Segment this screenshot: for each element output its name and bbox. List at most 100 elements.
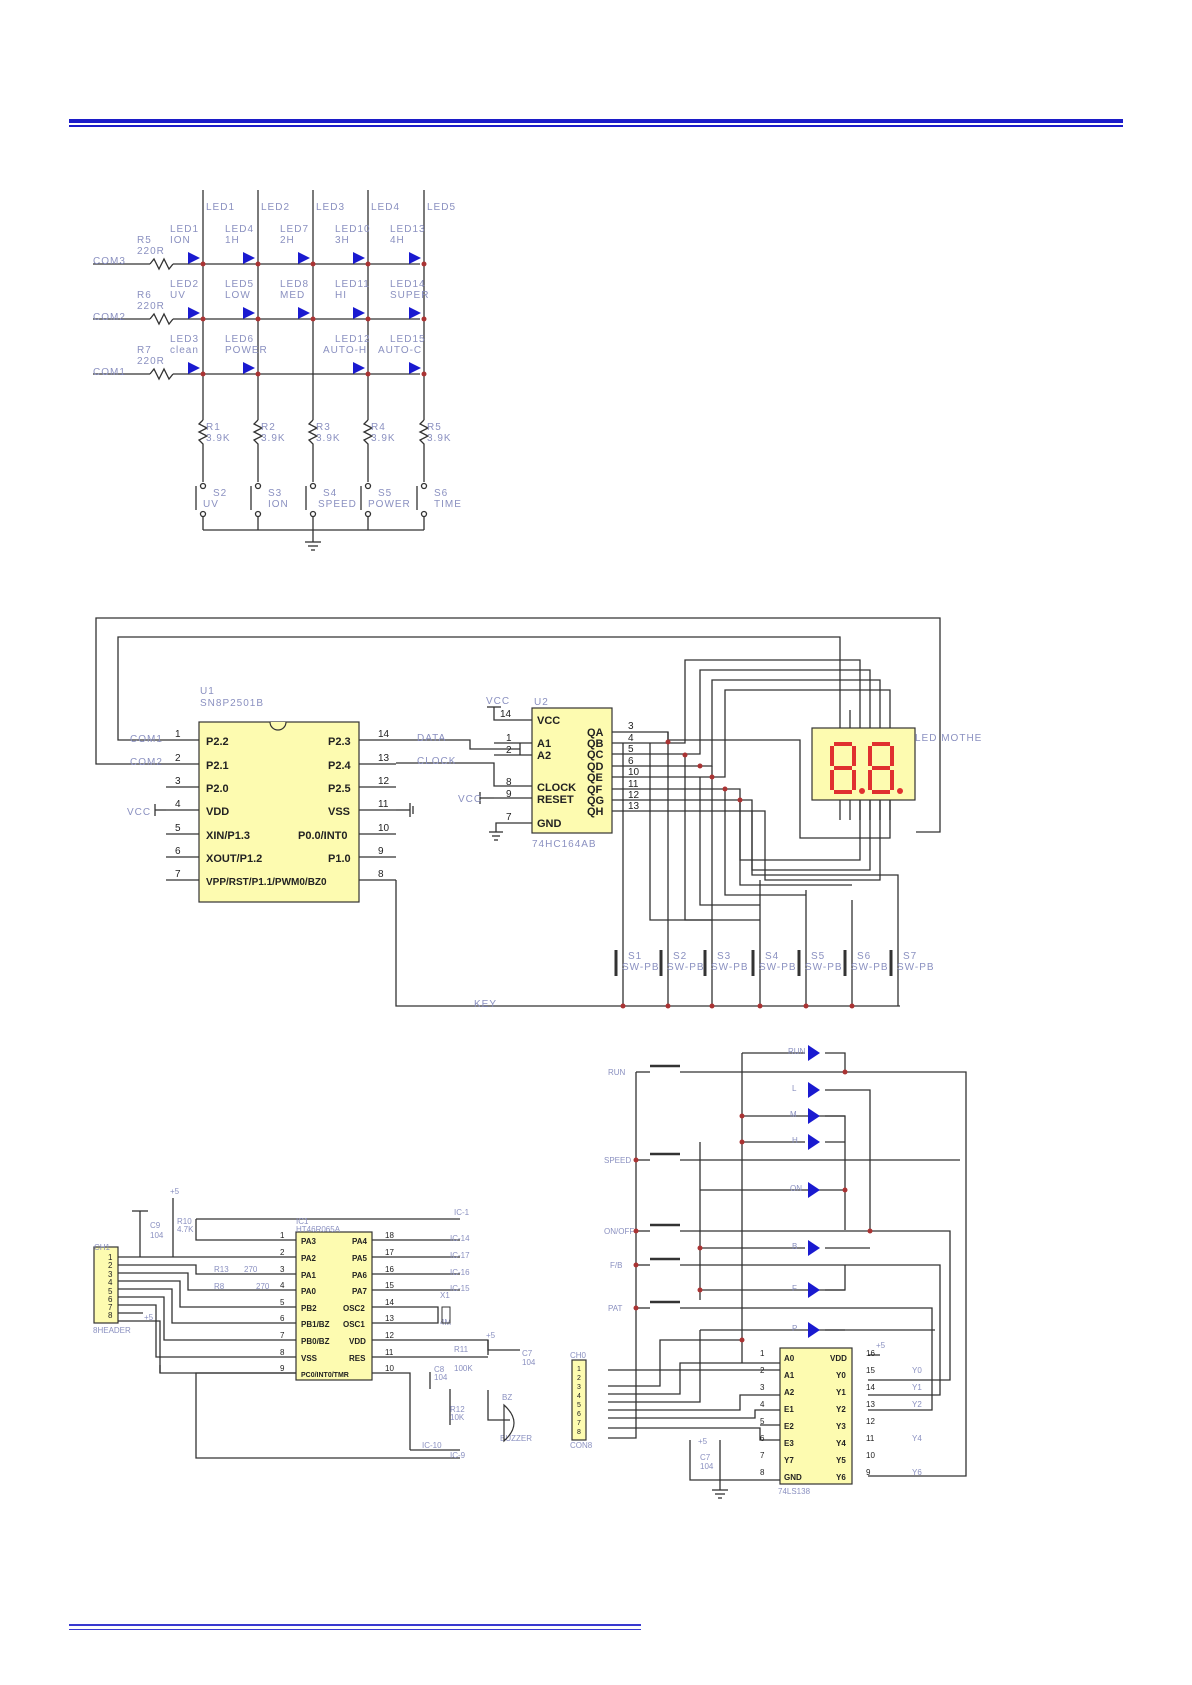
- column-label: LED3: [316, 202, 345, 213]
- u2-pin-num: 14: [500, 709, 512, 720]
- ic1-pin-num: 8: [280, 1348, 285, 1357]
- u2-out-num: 10: [628, 767, 640, 778]
- row-net: COM2: [93, 312, 126, 323]
- ic1-pin-name: PA0: [301, 1287, 317, 1296]
- net-com2: COM2: [130, 757, 163, 768]
- ic1-pin-name: RES: [349, 1354, 366, 1363]
- ic1-ref: IC1: [296, 1217, 309, 1226]
- u1-pin-name: P2.3: [328, 736, 351, 748]
- u2-out-name: QA: [587, 727, 604, 739]
- led-icon: [353, 252, 365, 264]
- u2-output-pins: 3 QA 4 QB 5 QC 6 QD 10 QE 11 QF 12 QG 13…: [587, 721, 640, 818]
- r8-ref: R8: [214, 1282, 225, 1291]
- u1-pin-stubs: [154, 739, 414, 881]
- key-switch-ref: S6: [857, 951, 871, 962]
- led-icon: [808, 1134, 820, 1150]
- matrix-leds: [188, 252, 421, 374]
- decoder-output: Y1: [912, 1383, 922, 1392]
- ground-icon: [712, 1480, 728, 1499]
- u1-pin-name: P0.0/INT0: [298, 830, 348, 842]
- pullup-ref: R3: [316, 422, 331, 433]
- u1-pin-name: VSS: [328, 806, 350, 818]
- ch0-pin: 2: [577, 1375, 581, 1382]
- pullup-value: 3.9K: [427, 433, 452, 444]
- button-label: PAT: [608, 1304, 622, 1313]
- u2-pin-num: 2: [506, 745, 512, 756]
- dec-pin-num: 15: [866, 1366, 875, 1375]
- ic1-pin-name: PA6: [352, 1271, 368, 1280]
- u1-pin-num: 11: [378, 799, 389, 810]
- ic1-pin-num: 6: [280, 1314, 285, 1323]
- net-com1: COM1: [130, 734, 163, 745]
- ic1-pin-name: PB0/BZ: [301, 1337, 330, 1346]
- key-switch-ref: S3: [717, 951, 731, 962]
- pullup-value: 3.9K: [261, 433, 286, 444]
- r11-ref: R11: [454, 1345, 469, 1354]
- dec-pin-name: Y6: [836, 1473, 846, 1482]
- key-switch-type: SW-PB: [711, 962, 749, 973]
- u2-pin-stubs: [479, 706, 532, 841]
- key-switch-ref: S5: [811, 951, 825, 962]
- u1-pin-name: VDD: [206, 806, 229, 818]
- u1-pin-num: 6: [175, 846, 181, 857]
- x1-ref: X1: [440, 1291, 450, 1300]
- dec-pin-name: A1: [784, 1371, 795, 1380]
- ch0-pin: 7: [577, 1420, 581, 1427]
- ic-net: IC-17: [450, 1251, 470, 1260]
- ic1-pin-name: OSC2: [343, 1304, 365, 1313]
- led-icon: [243, 362, 255, 374]
- pullup-value: 3.9K: [206, 433, 231, 444]
- u1-pin-num: 12: [378, 776, 390, 787]
- u2-pin-name: VCC: [537, 715, 560, 727]
- decimal-point-icon: [859, 788, 865, 794]
- ic-net: IC-9: [450, 1451, 466, 1460]
- c7-value: 104: [522, 1358, 536, 1367]
- column-label: LED5: [427, 202, 456, 213]
- key-switch-type: SW-PB: [851, 962, 889, 973]
- led-icon: [188, 307, 200, 319]
- key-switch-type: SW-PB: [897, 962, 935, 973]
- column-label: LED4: [371, 202, 400, 213]
- ch0-pin: 6: [577, 1411, 581, 1418]
- u1-pin-name: P2.5: [328, 783, 351, 795]
- u2-out-num: 11: [628, 779, 639, 790]
- footer-rule: [69, 1624, 641, 1626]
- led-function: UV: [170, 290, 186, 301]
- ic1-pin-name: PA4: [352, 1237, 368, 1246]
- led-label: F: [792, 1284, 797, 1293]
- ht-section: CH1 8HEADER 1 2 3 4 5 6 7 8: [93, 1187, 536, 1460]
- key-switch-type: SW-PB: [805, 962, 843, 973]
- dec-pin-name: GND: [784, 1473, 802, 1482]
- u2-pin-name: A2: [537, 750, 551, 762]
- led-ref: LED5: [225, 279, 254, 290]
- ic1-pin-num: 17: [385, 1248, 394, 1257]
- key-switch-ref: S4: [765, 951, 779, 962]
- display-pin-stubs: [839, 710, 891, 820]
- key-switches: [614, 950, 893, 976]
- dec-pin-name: A2: [784, 1388, 795, 1397]
- row-resistor-value: 220R: [137, 246, 165, 257]
- ch1-pin: 5: [108, 1287, 113, 1296]
- led-icon: [808, 1240, 820, 1256]
- led-icon: [808, 1108, 820, 1124]
- buzzer-icon: [503, 1403, 515, 1443]
- u2-pin-num: 9: [506, 789, 512, 800]
- led-icon: [188, 252, 200, 264]
- u2-out-num: 4: [628, 733, 634, 744]
- led-label: RUN: [788, 1047, 806, 1056]
- dec-pin-num: 3: [760, 1383, 765, 1392]
- u1-pin-num: 8: [378, 869, 384, 880]
- switch-ref: S4: [323, 488, 337, 499]
- led-function: SUPER: [390, 290, 429, 301]
- u1-pin-num: 2: [175, 753, 181, 764]
- dec-pin-num: 8: [760, 1468, 765, 1477]
- led-ref: LED13: [390, 224, 426, 235]
- u1-pin-name: XOUT/P1.2: [206, 853, 262, 865]
- column-label: LED2: [261, 202, 290, 213]
- led-label: H: [792, 1136, 798, 1145]
- led-label: B: [792, 1242, 797, 1251]
- ic1-pin-num: 4: [280, 1281, 285, 1290]
- ch1-header: [93, 1246, 119, 1324]
- decoder-leds: [808, 1045, 820, 1338]
- led-icon: [808, 1182, 820, 1198]
